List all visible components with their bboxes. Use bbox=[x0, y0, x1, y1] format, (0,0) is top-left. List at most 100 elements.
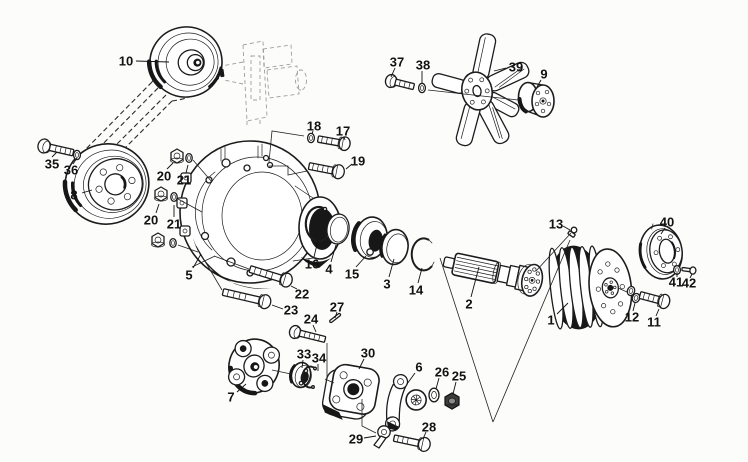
leader-line-36 bbox=[72, 157, 78, 165]
leader-line-24 bbox=[312, 324, 317, 333]
leader-line-28 bbox=[422, 431, 427, 440]
part-40-pulley-ring bbox=[638, 223, 683, 280]
part-label-39: 39 bbox=[509, 60, 523, 75]
assembly-line-grease-fitting-line bbox=[535, 232, 572, 272]
part-label-14: 14 bbox=[409, 283, 424, 298]
part-label-6: 6 bbox=[415, 360, 422, 375]
leader-line-3 bbox=[388, 258, 395, 278]
leader-line-35 bbox=[51, 151, 58, 158]
part-30-flange-plate bbox=[321, 363, 380, 420]
part-label-35: 35 bbox=[45, 157, 59, 172]
leader-line-33 bbox=[301, 359, 304, 369]
part-18-washer bbox=[306, 132, 316, 144]
part-38-washer bbox=[417, 82, 427, 94]
leader-line-5 bbox=[192, 253, 202, 269]
assembly-line-bolt19-bent bbox=[269, 165, 308, 176]
leader-line-2 bbox=[470, 266, 480, 298]
leader-line-12 bbox=[632, 302, 636, 312]
leader-line-11 bbox=[655, 308, 660, 317]
part-6-yoke bbox=[384, 373, 427, 432]
part-26-washer bbox=[428, 387, 440, 403]
part-11-bolt bbox=[638, 291, 671, 310]
part-label-22: 22 bbox=[295, 287, 309, 302]
part-label-11: 11 bbox=[647, 315, 661, 330]
assembly-line-stud-to-bolt23 bbox=[195, 245, 223, 291]
leader-line-22 bbox=[290, 285, 298, 290]
part-label-4: 4 bbox=[325, 262, 333, 277]
part-42-screw bbox=[681, 266, 697, 275]
leader-line-42 bbox=[689, 273, 693, 279]
leader-line-14 bbox=[417, 267, 423, 284]
leader-line-1 bbox=[556, 302, 569, 315]
part-label-13: 13 bbox=[549, 217, 563, 232]
part-label-34: 34 bbox=[312, 351, 327, 366]
part-label-29: 29 bbox=[349, 432, 363, 447]
part-35-bolt bbox=[37, 138, 75, 157]
part-24-bolt bbox=[288, 324, 327, 343]
part-4-ring bbox=[326, 213, 350, 245]
part-label-24: 24 bbox=[304, 312, 319, 327]
part-14-snap-ring bbox=[410, 237, 435, 272]
part-label-36: 36 bbox=[64, 163, 78, 178]
part-label-21b: 21 bbox=[167, 217, 181, 232]
part-label-33: 33 bbox=[297, 347, 311, 362]
part-label-20a: 20 bbox=[157, 169, 171, 184]
assembly-line-washer21a-to-housing bbox=[192, 159, 213, 183]
part-label-17: 17 bbox=[336, 124, 350, 139]
part-label-1: 1 bbox=[547, 313, 554, 328]
part-7-coupling bbox=[227, 338, 281, 396]
part-2-shaft bbox=[442, 252, 544, 297]
part-label-16: 16 bbox=[305, 257, 319, 272]
assembly-line-flange30-to-bolt28 bbox=[361, 399, 377, 434]
leader-line-25 bbox=[452, 381, 457, 395]
part-label-42: 42 bbox=[682, 276, 696, 291]
part-label-27: 27 bbox=[330, 300, 344, 315]
leader-line-19 bbox=[345, 163, 353, 170]
assembly-line-washer21c-to-housing bbox=[177, 244, 199, 253]
leader-line-16 bbox=[313, 239, 319, 258]
part-25-nut bbox=[444, 392, 460, 410]
assembly-line-label5-fork bbox=[191, 255, 216, 268]
leader-line-6 bbox=[406, 372, 416, 385]
part-label-20b: 20 bbox=[144, 213, 158, 228]
leader-line-30 bbox=[358, 358, 365, 370]
part-23-bolt bbox=[221, 288, 272, 310]
part-label-7: 7 bbox=[227, 390, 234, 405]
part-label-23: 23 bbox=[284, 303, 298, 318]
part-label-38: 38 bbox=[416, 58, 430, 73]
part-label-10: 10 bbox=[119, 54, 133, 69]
engine-bracket-phantom bbox=[221, 40, 307, 128]
part-12-spring-washers bbox=[626, 285, 641, 304]
leader-line-13 bbox=[562, 225, 571, 231]
part-label-15: 15 bbox=[345, 267, 359, 282]
leader-line-27 bbox=[334, 311, 338, 319]
part-label-21a: 21 bbox=[177, 173, 191, 188]
part-36-washer bbox=[72, 149, 82, 161]
leader-line-40 bbox=[660, 227, 666, 235]
assembly-line-coupling-to-bearing33 bbox=[271, 369, 292, 375]
part-15-bearing bbox=[350, 216, 388, 260]
leader-line-23 bbox=[271, 304, 284, 310]
part-1-damper-pulley bbox=[548, 245, 633, 330]
part-34-snap-ring bbox=[301, 365, 317, 389]
leader-line-17 bbox=[343, 136, 346, 141]
part-label-28: 28 bbox=[422, 420, 436, 435]
part-label-26: 26 bbox=[435, 365, 449, 380]
part-label-5: 5 bbox=[185, 268, 192, 283]
assembly-line-hub-to-washer12 bbox=[617, 287, 628, 293]
leader-line-37 bbox=[390, 67, 396, 78]
leader-line-21a bbox=[185, 164, 189, 174]
part-33-bearing bbox=[289, 361, 312, 389]
leader-line-15 bbox=[355, 255, 367, 268]
part-label-41: 41 bbox=[669, 275, 683, 290]
assembly-line-stud-to-bolt22 bbox=[213, 255, 250, 270]
part-22-bolt bbox=[248, 265, 293, 288]
part-label-3: 3 bbox=[383, 277, 390, 292]
leader-line-7 bbox=[236, 383, 247, 393]
leader-line-29 bbox=[363, 435, 377, 439]
assembly-line-ring34-to-flange30 bbox=[324, 378, 335, 384]
part-20-nuts-and-21-washers bbox=[151, 148, 193, 249]
